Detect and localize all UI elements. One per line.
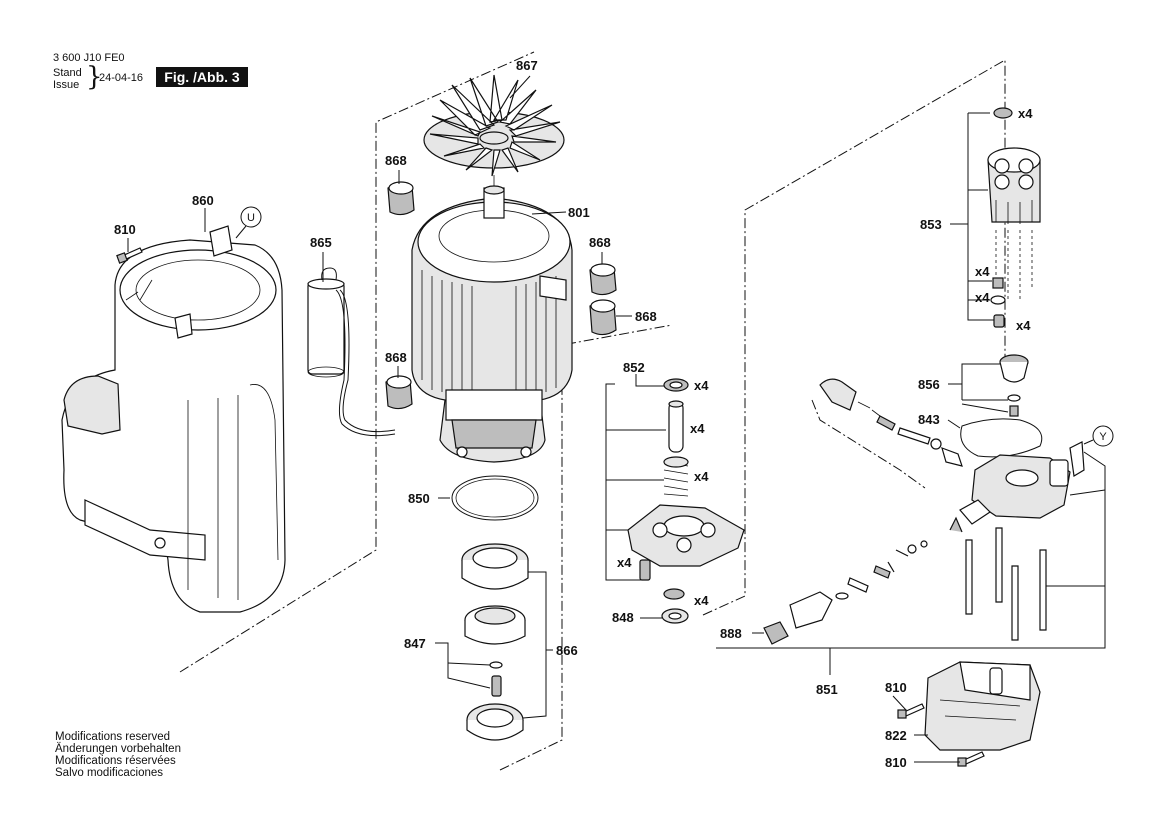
bearing-866-top	[461, 543, 529, 590]
mount-868-a	[387, 181, 415, 216]
leader-lines	[127, 75, 1106, 763]
reference-y: Y	[1083, 425, 1114, 447]
part-810-top-label: 810	[114, 222, 136, 237]
screw-810-mid	[897, 703, 925, 719]
part-822-label: 822	[885, 728, 907, 743]
valve-848	[661, 588, 689, 624]
part-888-label: 888	[720, 626, 742, 641]
part-868-c-label: 868	[635, 309, 657, 324]
qty-853-top: x4	[1018, 106, 1033, 121]
spring-852	[663, 456, 689, 497]
quantity-labels: x4 x4 x4 x4 x4 x4 x4 x4 x4	[617, 106, 1033, 608]
o-ring-850	[451, 475, 539, 521]
part-866-label: 866	[556, 643, 578, 658]
reference-u: U	[235, 206, 262, 239]
fan-867	[423, 74, 565, 195]
screw-810-top	[116, 247, 143, 264]
qty-852-screw: x4	[617, 555, 632, 570]
part-848-label: 848	[612, 610, 634, 625]
part-856-label: 856	[918, 377, 940, 392]
qty-853-b: x4	[975, 290, 990, 305]
footer-line-es: Salvo modificaciones	[55, 767, 164, 779]
issue-label: Issue	[53, 79, 80, 91]
qty-852-seal: x4	[694, 378, 709, 393]
footer-line-en: Modifications reserved	[55, 731, 171, 743]
cam-866	[464, 605, 526, 645]
housing-860	[61, 225, 286, 613]
issue-date: 24-04-16	[99, 72, 144, 84]
qty-853-c: x4	[1016, 318, 1031, 333]
document-number: 3 600 J10 FE0	[53, 52, 125, 64]
assembly-boundaries	[179, 51, 1006, 771]
pump-plate-852	[627, 504, 745, 567]
motor-801	[411, 185, 573, 463]
valve-cap-856	[999, 354, 1029, 417]
valve-block-853	[987, 107, 1041, 328]
qty-852-spring: x4	[694, 469, 709, 484]
part-847-label: 847	[404, 636, 426, 651]
part-853-label: 853	[920, 217, 942, 232]
stand-label: Stand	[53, 67, 82, 79]
pump-head-851	[763, 378, 1085, 645]
seal-852	[663, 378, 689, 392]
washer-847	[489, 661, 503, 669]
part-867-label: 867	[516, 58, 538, 73]
part-868-a-label: 868	[385, 153, 407, 168]
part-868-d-label: 868	[385, 350, 407, 365]
mount-868-b	[589, 263, 617, 296]
mount-868-d	[385, 375, 413, 410]
footer-line-de: Änderungen vorbehalten	[55, 743, 181, 755]
part-843-label: 843	[918, 412, 940, 427]
piston-852	[668, 400, 684, 453]
reference-y-label: Y	[1099, 431, 1107, 443]
bracket-822	[924, 661, 1041, 751]
qty-852-piston: x4	[690, 421, 705, 436]
part-labels: 867 860 810 865 868 801 868 868 868 850 …	[114, 58, 942, 770]
part-851-label: 851	[816, 682, 838, 697]
screw-810-bot	[957, 751, 985, 767]
part-810-mid-label: 810	[885, 680, 907, 695]
part-850-label: 850	[408, 491, 430, 506]
mount-868-c	[589, 299, 617, 336]
part-868-b-label: 868	[589, 235, 611, 250]
reference-u-label: U	[247, 212, 255, 224]
part-852-label: 852	[623, 360, 645, 375]
part-860-label: 860	[192, 193, 214, 208]
qty-848: x4	[694, 593, 709, 608]
screw-847	[491, 675, 502, 697]
bearing-866-bottom	[466, 703, 524, 741]
screw-852	[639, 559, 651, 581]
figure-label: Fig. /Abb. 3	[156, 67, 248, 87]
part-865-label: 865	[310, 235, 332, 250]
capacitor-865	[307, 267, 396, 437]
header-brace: }	[86, 62, 103, 92]
part-801-label: 801	[568, 205, 590, 220]
seal-843	[960, 418, 1043, 458]
part-810-bot-label: 810	[885, 755, 907, 770]
footer-line-fr: Modifications réservées	[55, 755, 176, 767]
qty-853-a: x4	[975, 264, 990, 279]
